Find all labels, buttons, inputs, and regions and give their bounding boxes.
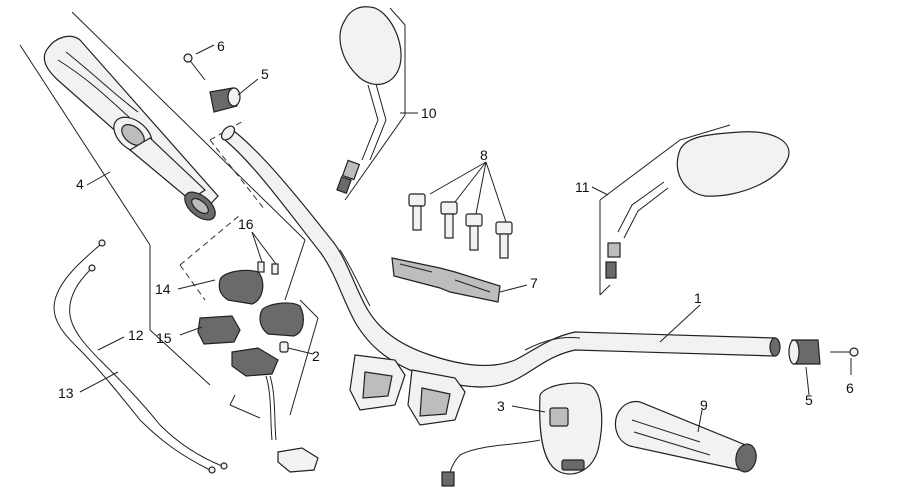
callout-2: 2 xyxy=(312,348,320,364)
callout-12: 12 xyxy=(128,327,144,343)
bar-end-weight-right xyxy=(788,339,821,365)
callout-10: 10 xyxy=(421,105,437,121)
clamp-bolts xyxy=(408,193,513,259)
right-mirror xyxy=(605,131,790,279)
callout-5-right: 5 xyxy=(805,392,813,408)
callout-8: 8 xyxy=(480,147,488,163)
right-grip xyxy=(614,400,757,473)
callout-4: 4 xyxy=(76,176,84,192)
leader-lines xyxy=(79,44,852,433)
left-assembly-frame xyxy=(19,11,306,386)
left-grip-throttle xyxy=(43,35,219,221)
throttle-cables xyxy=(53,239,228,474)
upper-clamp xyxy=(391,257,501,303)
mirror-10-frame xyxy=(344,7,406,201)
callout-labels: 1 2 3 4 5 5 6 6 7 8 9 10 11 12 13 14 15 … xyxy=(58,38,854,414)
bar-end-screw-top xyxy=(183,53,206,81)
switch-assembly-frame xyxy=(229,299,319,419)
left-mirror xyxy=(336,6,402,195)
callout-5-top: 5 xyxy=(261,66,269,82)
handlebar xyxy=(220,125,781,388)
callout-3: 3 xyxy=(497,398,505,414)
callout-13: 13 xyxy=(58,385,74,401)
lower-riser-clamps xyxy=(349,354,466,426)
callout-7: 7 xyxy=(530,275,538,291)
callout-6-top: 6 xyxy=(217,38,225,54)
callout-1: 1 xyxy=(694,290,702,306)
callout-15: 15 xyxy=(156,330,172,346)
right-switch-housing xyxy=(441,382,603,487)
callout-9: 9 xyxy=(700,397,708,413)
callout-14: 14 xyxy=(155,281,171,297)
left-switch-assembly xyxy=(197,261,319,473)
bar-end-screw-right xyxy=(830,347,859,357)
callout-16: 16 xyxy=(238,216,254,232)
mirror-11-frame xyxy=(599,124,731,296)
callout-6-right: 6 xyxy=(846,380,854,396)
bar-end-weight-top xyxy=(209,87,241,113)
callout-11: 11 xyxy=(575,179,590,195)
